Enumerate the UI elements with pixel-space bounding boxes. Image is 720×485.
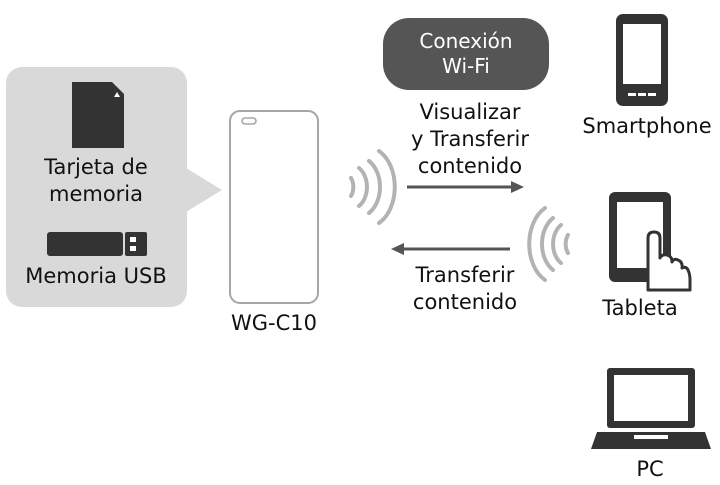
sd-card-label-line2: memoria (48, 182, 144, 206)
arrow-to-devices (407, 181, 524, 193)
tablet-label: Tableta (602, 296, 678, 320)
flow-from-devices-line2: contenido (412, 290, 518, 314)
flow-to-devices-line3: contenido (417, 154, 523, 178)
pc-label: PC (636, 457, 664, 481)
arrow-from-devices (391, 243, 510, 255)
hand-touch-icon (646, 230, 692, 292)
wifi-connection-badge: Conexión Wi-Fi (383, 18, 549, 90)
smartphone-label: Smartphone (582, 114, 712, 138)
sd-card-label-line1: Tarjeta de (44, 155, 148, 179)
flow-from-devices-line1: Transferir (415, 263, 515, 287)
laptop-icon (591, 368, 711, 449)
usb-label: Memoria USB (25, 264, 167, 288)
wg-c10-device-outline (229, 110, 319, 304)
hub-label: WG-C10 (231, 311, 317, 335)
wifi-connection-line2: Wi-Fi (442, 54, 490, 78)
wifi-waves-tablet-icon (527, 206, 570, 282)
wifi-waves-hub-icon (349, 149, 397, 225)
usb-stick-icon (47, 232, 147, 256)
flow-to-devices-line2: y Transferir (410, 127, 529, 151)
wifi-connection-line1: Conexión (419, 29, 513, 53)
flow-to-devices-line1: Visualizar (419, 100, 521, 124)
sd-card-icon (72, 82, 124, 148)
smartphone-icon (616, 14, 668, 106)
